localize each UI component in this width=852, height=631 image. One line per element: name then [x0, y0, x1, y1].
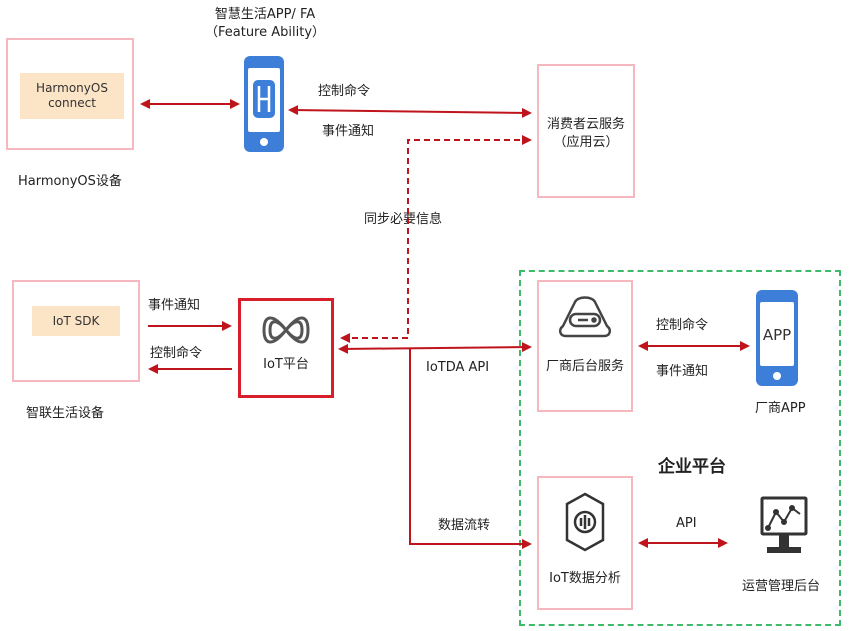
enterprise-platform-title: 企业平台	[658, 457, 726, 477]
infinity-loop-icon	[262, 316, 310, 344]
edge-label-vendor-event: 事件通知	[656, 364, 709, 379]
arrow-iot-vendor	[338, 342, 532, 354]
vendor-app-caption: 厂商APP	[755, 401, 806, 416]
data-analysis-icon	[565, 492, 605, 552]
harmonyos-connect-line2: connect	[48, 96, 96, 110]
vendor-backend-label: 厂商后台服务	[545, 359, 624, 374]
edge-label-sdk-event: 事件通知	[148, 298, 201, 313]
smart-device-caption: 智联生活设备	[26, 406, 105, 421]
edge-label-api: API	[676, 516, 697, 531]
app-title-line2: （Feature Ability）	[204, 25, 326, 40]
iot-analytics-box	[537, 476, 633, 610]
enterprise-platform-region	[519, 270, 841, 626]
app-phone-icon: APP	[756, 290, 798, 386]
consumer-cloud-line1: 消费者云服务	[546, 117, 625, 132]
harmony-phone-icon	[244, 56, 284, 152]
consumer-cloud-line2: （应用云）	[553, 135, 619, 150]
ops-console-caption: 运营管理后台	[742, 579, 821, 594]
app-title: 智慧生活APP/ FA （Feature Ability）	[180, 6, 350, 42]
consumer-cloud-label: 消费者云服务 （应用云）	[537, 116, 635, 152]
iot-sdk-label: IoT SDK	[32, 306, 120, 336]
iot-platform-box	[238, 298, 334, 398]
iot-platform-label: IoT平台	[263, 357, 309, 372]
edge-label-iotda-api: IoTDA API	[426, 360, 490, 375]
iot-analytics-label: IoT数据分析	[549, 571, 621, 586]
edge-label-sdk-control: 控制命令	[150, 346, 203, 361]
edge-label-data-flow: 数据流转	[438, 518, 491, 533]
app-title-line1: 智慧生活APP/ FA	[214, 7, 316, 22]
server-cloud-icon	[558, 296, 612, 338]
monitor-chart-icon	[760, 496, 808, 553]
consumer-cloud-box	[537, 64, 635, 198]
arrow-sync-dashed	[340, 135, 532, 343]
vendor-backend-box	[537, 280, 633, 412]
harmonyos-device-caption: HarmonyOS设备	[18, 174, 122, 189]
edge-label-app-cloud-control: 控制命令	[318, 84, 371, 99]
arrow-phone-cloud	[288, 105, 532, 118]
edge-label-vendor-control: 控制命令	[656, 318, 709, 333]
harmonyos-connect-label: HarmonyOS connect	[20, 73, 124, 119]
arrow-data-flow	[409, 348, 532, 549]
harmonyos-connect-line1: HarmonyOS	[36, 81, 108, 95]
vendor-app-screen-text: APP	[763, 326, 791, 344]
